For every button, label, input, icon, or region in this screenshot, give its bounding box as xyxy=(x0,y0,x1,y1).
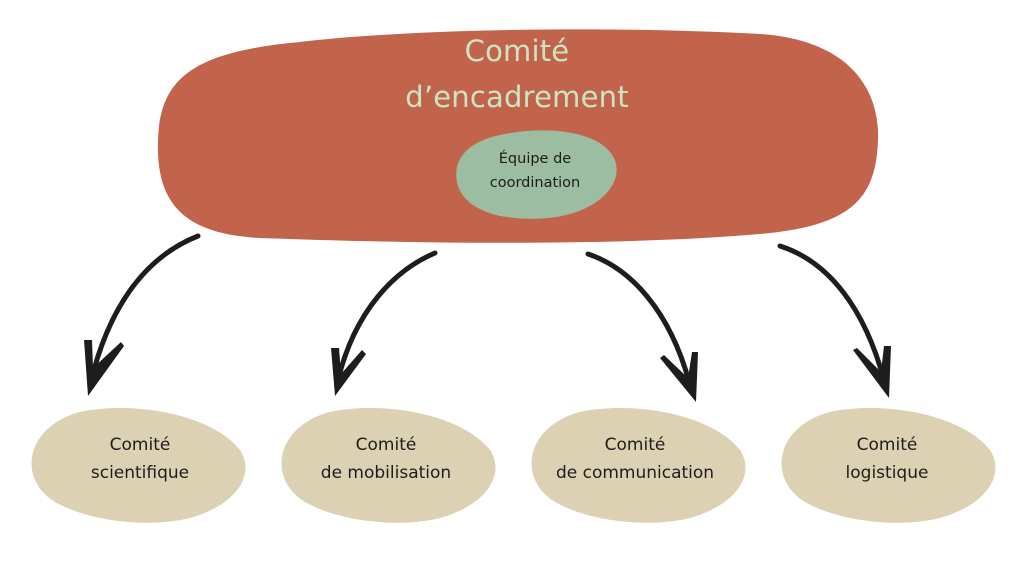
child-label-line2: logistique xyxy=(845,463,929,483)
arrow-to-communication xyxy=(585,251,698,402)
child-node-label-mobilisation: Comité de mobilisation xyxy=(276,431,496,487)
child-node-label-scientifique: Comité scientifique xyxy=(30,431,250,487)
child-label-line1: Comité xyxy=(604,435,666,455)
root-node-label-line2: d’encadrement xyxy=(405,80,629,114)
child-node-shape-logistique xyxy=(781,408,996,523)
arrow-head-icon xyxy=(853,346,891,398)
child-node-shape-scientifique xyxy=(31,408,246,523)
child-node-label-logistique: Comité logistique xyxy=(777,431,997,487)
arrow-to-logistique xyxy=(777,243,891,398)
child-label-line1: Comité xyxy=(109,435,171,455)
child-label-line1: Comité xyxy=(355,435,417,455)
arrow-to-mobilisation xyxy=(331,250,438,396)
arrow-head-icon xyxy=(84,340,124,396)
arrow-shaft xyxy=(335,250,438,383)
root-node-label: Comité d’encadrement xyxy=(312,28,722,120)
arrow-to-scientifique xyxy=(84,233,201,396)
child-label-line2: scientifique xyxy=(90,463,190,483)
child-label-line2: de mobilisation xyxy=(320,463,452,483)
arrow-head-icon xyxy=(660,352,698,402)
child-label-line2: de communication xyxy=(555,463,715,483)
arrow-shaft xyxy=(585,251,693,388)
child-label-line1: Comité xyxy=(856,435,918,455)
child-node-label-communication: Comité de communication xyxy=(525,431,745,487)
arrow-shaft xyxy=(777,243,887,383)
child-node-shape-communication xyxy=(531,408,746,523)
coordination-node-label: Équipe de coordination xyxy=(460,147,610,195)
coordination-node-shape xyxy=(456,130,617,219)
coordination-node-label-line2: coordination xyxy=(489,175,581,191)
arrow-shaft xyxy=(87,233,201,388)
child-node-shape-mobilisation xyxy=(281,408,496,523)
root-node-label-line1: Comité xyxy=(464,34,570,68)
arrow-head-icon xyxy=(331,348,366,396)
coordination-node-label-line1: Équipe de xyxy=(498,151,572,167)
